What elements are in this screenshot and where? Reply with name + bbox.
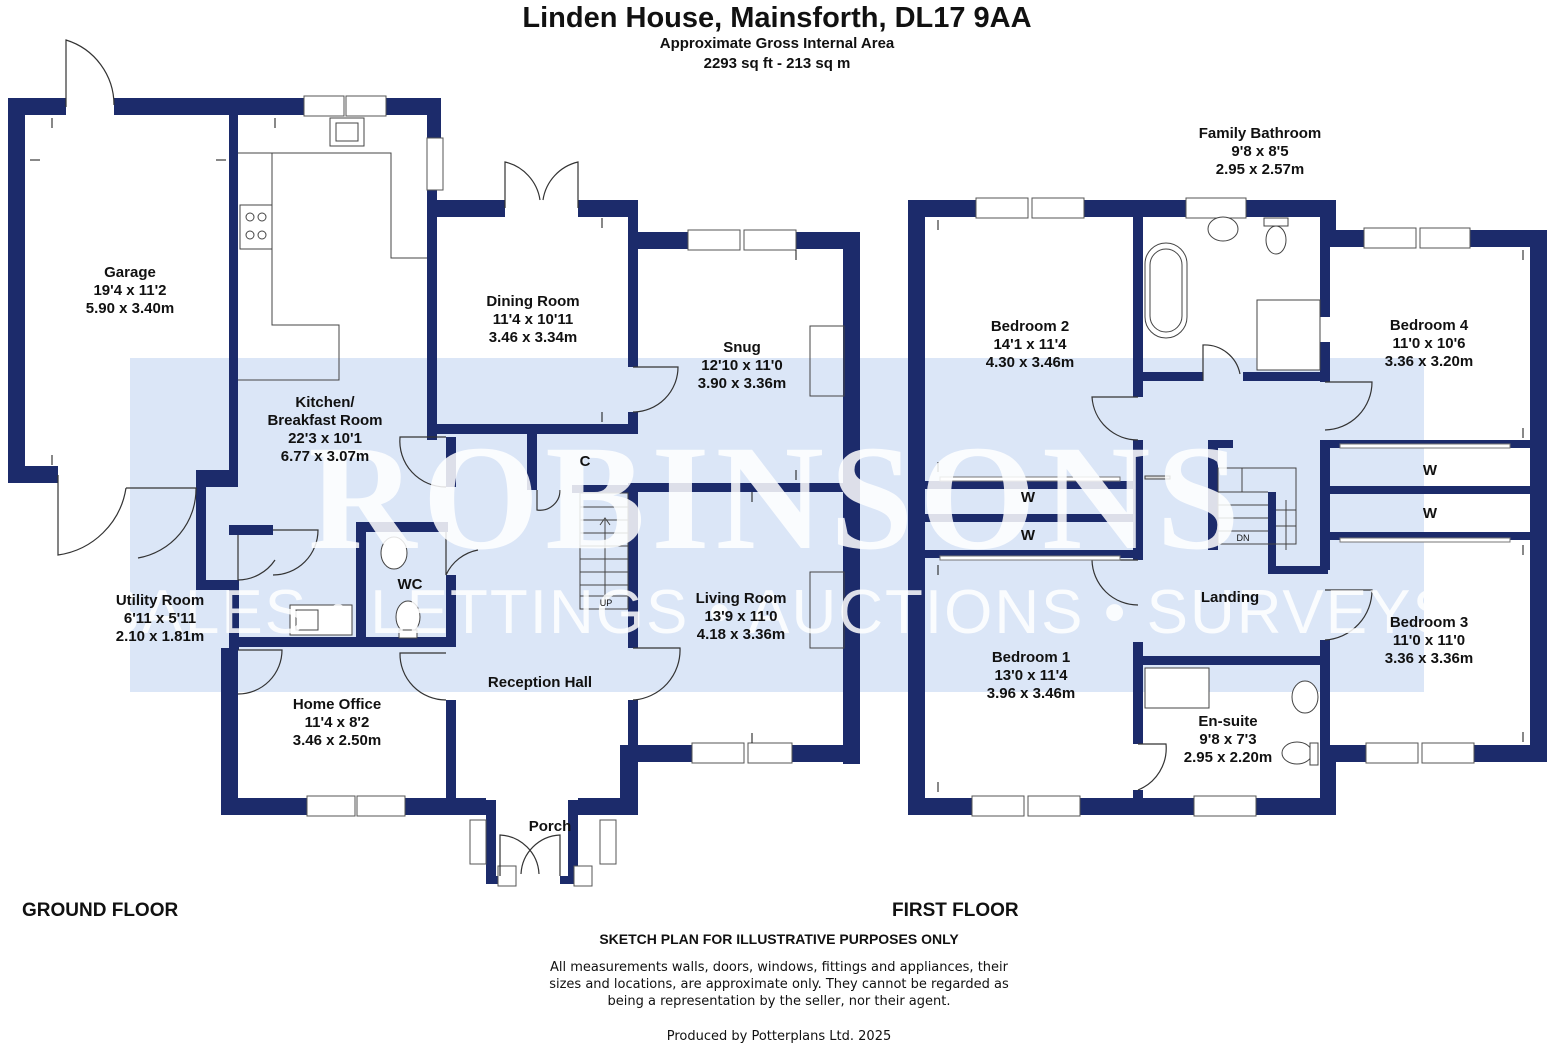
wardrobe-label: W xyxy=(1020,489,1036,506)
room-bedroom-4: Bedroom 4 11'0 x 10'6 3.36 x 3.20m xyxy=(1364,317,1494,371)
ground-floor-walls xyxy=(8,98,860,884)
room-name: Dining Room xyxy=(486,293,580,310)
room-imperial: 13'0 x 11'4 xyxy=(994,667,1068,684)
room-landing: Landing xyxy=(1200,589,1260,606)
watermark-services: SALES • LETTINGS • AUCTIONS • SURVEYS xyxy=(98,578,1456,647)
ground-floor-doors xyxy=(57,39,681,876)
wardrobe-label: W xyxy=(1020,527,1036,544)
room-en-suite: En-suite 9'8 x 7'3 2.95 x 2.20m xyxy=(1163,713,1293,767)
producer-credit: Produced by Potterplans Ltd. 2025 xyxy=(666,1029,892,1044)
room-cupboard: C xyxy=(579,453,591,470)
room-name: Home Office xyxy=(292,696,382,713)
room-bedroom-2: Bedroom 2 14'1 x 11'4 4.30 x 3.46m xyxy=(965,318,1095,372)
room-metric: 2.10 x 1.81m xyxy=(115,628,205,645)
room-imperial: 11'0 x 10'6 xyxy=(1392,335,1466,352)
first-floor-doors xyxy=(1091,344,1373,791)
area-value: 2293 sq ft - 213 sq m xyxy=(703,55,851,72)
ground-floor-label: GROUND FLOOR xyxy=(22,900,179,921)
room-imperial: 11'0 x 11'0 xyxy=(1392,632,1466,649)
first-floor-walls xyxy=(908,200,1547,815)
room-name: Bedroom 3 xyxy=(1389,614,1469,631)
room-kitchen: Kitchen/ Breakfast Room 22'3 x 10'1 6.77… xyxy=(245,394,405,466)
room-metric: 4.30 x 3.46m xyxy=(985,354,1075,371)
room-metric: 3.90 x 3.36m xyxy=(697,375,787,392)
room-metric: 3.96 x 3.46m xyxy=(986,685,1076,702)
room-name: Garage xyxy=(104,264,156,281)
area-label: Approximate Gross Internal Area xyxy=(659,35,895,52)
room-name: Bedroom 2 xyxy=(990,318,1070,335)
room-name: Bedroom 4 xyxy=(1389,317,1469,334)
room-name: Kitchen/ xyxy=(295,394,355,411)
first-stairs xyxy=(1217,467,1297,550)
room-bedroom-1: Bedroom 1 13'0 x 11'4 3.96 x 3.46m xyxy=(966,649,1096,703)
ground-floor-windows xyxy=(303,95,797,887)
room-metric: 4.18 x 3.36m xyxy=(696,626,786,643)
measurement-arrows xyxy=(30,118,1524,792)
room-porch: Porch xyxy=(528,818,572,835)
room-snug: Snug 12'10 x 11'0 3.90 x 3.36m xyxy=(682,339,802,393)
kitchen-fittings xyxy=(238,117,845,649)
first-floor-label: FIRST FLOOR xyxy=(892,900,1019,921)
room-garage: Garage 19'4 x 11'2 5.90 x 3.40m xyxy=(70,264,190,318)
room-metric: 5.90 x 3.40m xyxy=(85,300,175,317)
disclaimer-line-1: All measurements walls, doors, windows, … xyxy=(550,960,1008,975)
watermark-brand: ROBINSONS xyxy=(308,415,1246,581)
wardrobe-label: W xyxy=(1422,462,1438,479)
stairs-down-label: DN xyxy=(1236,533,1250,543)
room-wc: WC xyxy=(397,576,423,593)
room-name: Snug xyxy=(723,339,761,356)
room-metric: 6.77 x 3.07m xyxy=(280,448,370,465)
room-name: En-suite xyxy=(1198,713,1258,730)
room-family-bathroom: Family Bathroom 9'8 x 8'5 2.95 x 2.57m xyxy=(1180,125,1340,179)
room-home-office: Home Office 11'4 x 8'2 3.46 x 2.50m xyxy=(272,696,402,750)
room-metric: 3.36 x 3.36m xyxy=(1384,650,1474,667)
room-utility: Utility Room 6'11 x 5'11 2.10 x 1.81m xyxy=(95,592,225,646)
room-imperial: 12'10 x 11'0 xyxy=(701,357,783,374)
room-metric: 3.46 x 3.34m xyxy=(488,329,578,346)
room-imperial: 14'1 x 11'4 xyxy=(993,336,1067,353)
room-metric: 2.95 x 2.57m xyxy=(1215,161,1305,178)
wardrobe-tracks xyxy=(939,443,1511,561)
disclaimer-line-2: sizes and locations, are approximate onl… xyxy=(549,977,1009,992)
wardrobe-label: W xyxy=(1422,505,1438,522)
room-imperial: 6'11 x 5'11 xyxy=(123,610,197,627)
room-dining: Dining Room 11'4 x 10'11 3.46 x 3.34m xyxy=(463,293,603,347)
room-imperial: 19'4 x 11'2 xyxy=(93,282,167,299)
room-metric: 2.95 x 2.20m xyxy=(1183,749,1273,766)
ground-stairs xyxy=(579,492,629,610)
stairs-up-label: UP xyxy=(599,598,613,608)
room-imperial: 11'4 x 10'11 xyxy=(492,311,574,328)
first-floor-windows xyxy=(971,197,1475,817)
disclaimer-heading: SKETCH PLAN FOR ILLUSTRATIVE PURPOSES ON… xyxy=(599,931,959,947)
disclaimer-line-3: being a representation by the seller, no… xyxy=(607,994,951,1009)
room-name: Bedroom 1 xyxy=(991,649,1071,666)
room-imperial: 9'8 x 8'5 xyxy=(1231,143,1289,160)
room-imperial: 9'8 x 7'3 xyxy=(1199,731,1257,748)
room-imperial: 13'9 x 11'0 xyxy=(704,608,778,625)
room-name: Living Room xyxy=(695,590,787,607)
plan-title: Linden House, Mainsforth, DL17 9AA xyxy=(522,2,1032,34)
room-living: Living Room 13'9 x 11'0 4.18 x 3.36m xyxy=(676,590,806,644)
room-metric: 3.46 x 2.50m xyxy=(292,732,382,749)
first-floor-fittings xyxy=(1144,216,1321,766)
room-name: Family Bathroom xyxy=(1198,125,1322,142)
room-name: Utility Room xyxy=(115,592,205,609)
room-imperial: 11'4 x 8'2 xyxy=(304,714,370,731)
room-reception-hall: Reception Hall xyxy=(487,674,593,691)
room-imperial: 22'3 x 10'1 xyxy=(288,430,362,447)
room-metric: 3.36 x 3.20m xyxy=(1384,353,1474,370)
room-bedroom-3: Bedroom 3 11'0 x 11'0 3.36 x 3.36m xyxy=(1364,614,1494,668)
room-name-2: Breakfast Room xyxy=(267,412,383,429)
